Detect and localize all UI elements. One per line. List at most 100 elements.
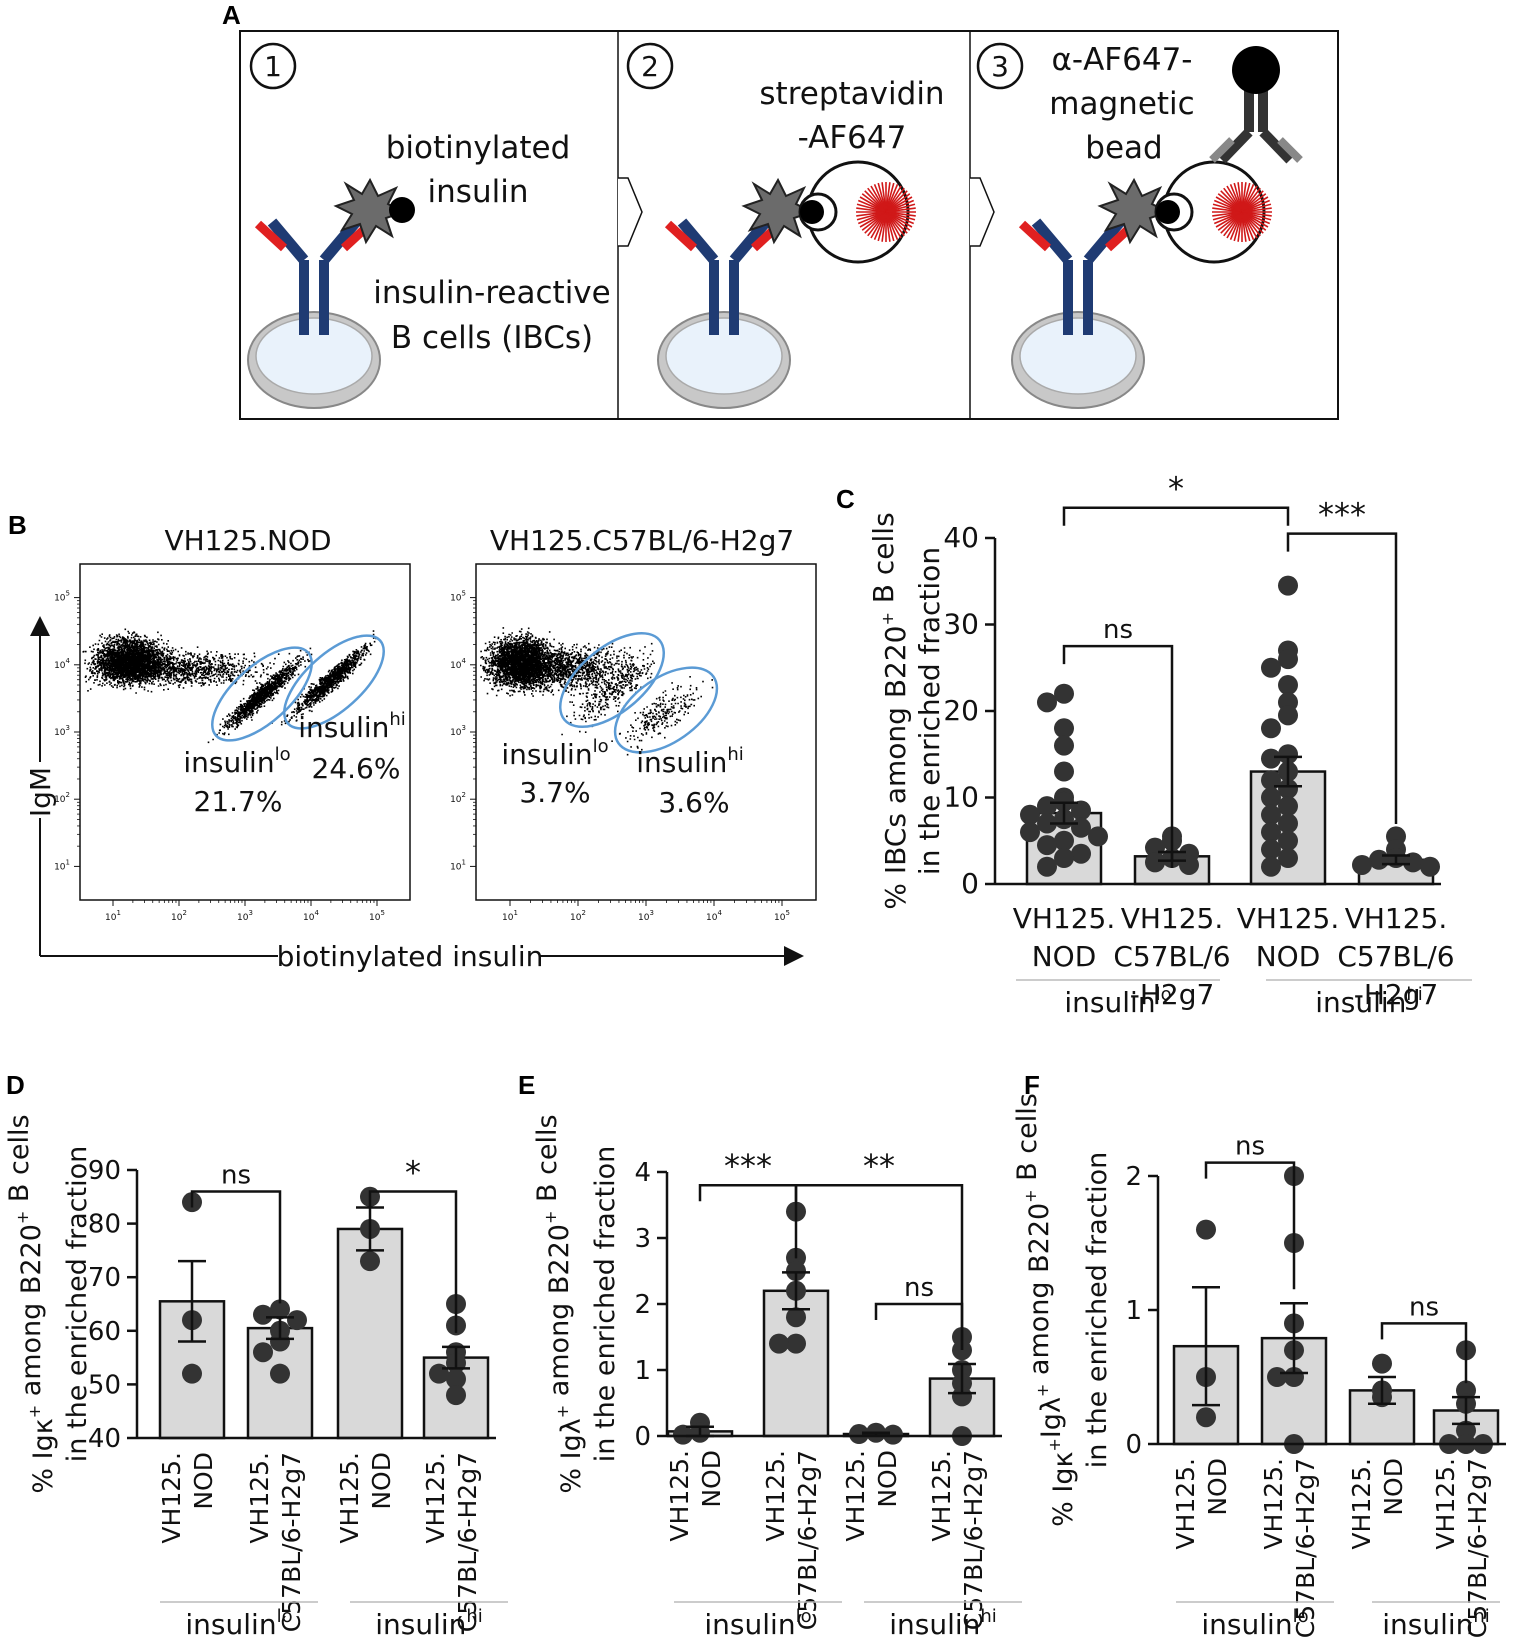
panel-e-label: E [518,1070,535,1100]
data-point [1278,705,1298,726]
category-label: VH125. [1121,902,1224,935]
category-label: NOD [1379,1458,1408,1516]
data-point [1054,761,1074,782]
biotin-icon [389,197,415,223]
data-point [673,1424,693,1445]
ylabel-backing [26,762,54,818]
category-label: VH125. [761,1450,790,1542]
step3-label-line1: α-AF647- [1051,42,1192,78]
category-label: VH125. [1237,902,1340,935]
flow-y-tick-label: 105 [54,590,70,604]
y-axis-label-line2: in the enriched fraction [913,547,946,875]
y-tick-label: 2 [1125,1162,1142,1192]
y-tick-label: 1 [1125,1296,1142,1326]
data-point [786,1333,806,1354]
category-label: VH125. [665,1450,694,1542]
y-tick-label: 3 [634,1224,651,1254]
step1-label-line1: biotinylated [386,130,571,166]
flow-y-tick-label: 101 [450,858,466,872]
panel-b: B VH125.NOD VH125.C57BL/6-H2g7 101101102… [8,510,817,973]
data-point [270,1299,290,1320]
significance-bracket [794,1183,964,1351]
gate-hi-pct-2: 3.6% [658,786,729,819]
panel-b-label: B [8,510,27,540]
category-label: VH125. [1431,1458,1460,1550]
step1-label-line2: insulin [428,174,529,210]
group-label: insulinhi [889,1606,997,1641]
category-label: -H2g7 [1130,978,1215,1011]
category-label: C57BL/6-H2g7 [1463,1458,1492,1638]
data-point [253,1304,273,1325]
group-label: insulinlo [185,1606,292,1641]
data-point [883,1424,903,1445]
data-point [1020,822,1040,843]
significance-bracket [368,1190,458,1333]
af647-fluorophore-icon [856,182,916,242]
flow-x-tick-label: 102 [570,909,586,923]
b-cell-icon [1011,311,1145,409]
flow-y-tick-label: 104 [450,657,466,671]
flow-x-tick-label: 105 [369,909,385,923]
data-point [1037,692,1057,713]
category-label: -H2g7 [1354,978,1439,1011]
data-point [1278,848,1298,869]
gate-lo-label-2: insulinlo [501,736,608,771]
y-tick-label: 60 [88,1317,121,1347]
flow-plot-title-2: VH125.C57BL/6-H2g7 [490,524,794,557]
significance-label: *** [1318,496,1366,534]
step3-label-line3: bead [1085,130,1162,166]
y-tick-label: 0 [961,867,979,900]
data-point [1054,718,1074,739]
group-label: insulinlo [704,1606,811,1641]
category-label: C57BL/6-H2g7 [1291,1458,1320,1638]
category-label: VH125. [1345,902,1448,935]
data-point [429,1363,449,1384]
significance-bracket [874,1302,964,1351]
gate-hi-label-1: insulinhi [298,709,406,744]
gate-insulin-lo-1 [211,646,313,742]
data-point [1278,778,1298,799]
flow-x-tick-label: 103 [237,909,253,923]
data-point [1196,1219,1216,1240]
flow-x-tick-label: 102 [171,909,187,923]
panel-a-frame [239,30,1339,420]
data-point [1054,848,1074,869]
panel-d-label: D [6,1070,25,1100]
category-label: VH125. [1347,1458,1376,1550]
significance-label: * [1168,470,1184,508]
flow-x-tick-label: 104 [706,909,722,923]
significance-label: ** [863,1147,895,1185]
panel-a: A 1 2 3 biotinylated insulin insulin-rea… [222,0,1339,420]
significance-label: ns [1235,1132,1265,1162]
flow-events-2 [480,627,714,756]
flow-y-tick-label: 104 [54,657,70,671]
data-point [1088,826,1108,847]
data-point [1037,856,1057,877]
data-point [287,1310,307,1331]
category-label: NOD [1256,940,1321,973]
category-label: VH125. [841,1450,870,1542]
step3-label-line2: magnetic [1049,86,1194,122]
category-label: NOD [367,1452,396,1510]
flow-y-tick-label: 103 [54,724,70,738]
significance-bracket [1062,506,1290,526]
data-point [360,1251,380,1272]
data-point [1261,822,1281,843]
data-point [1278,675,1298,696]
magnetic-bead-icon [1232,46,1280,94]
category-label: VH125. [1259,1458,1288,1550]
y-axis-label: % Igλ+ among B220+ B cells [532,1114,587,1493]
category-label: C57BL/6-H2g7 [793,1450,822,1630]
significance-label: ns [221,1160,251,1190]
data-point [1278,796,1298,817]
significance-bracket [1286,532,1398,824]
group-label: insulinhi [1382,1606,1490,1641]
group-label: insulinhi [1315,984,1423,1019]
data-point [1261,718,1281,739]
data-point [1369,849,1389,870]
data-point [1179,854,1199,875]
step-2-number: 2 [641,50,659,83]
gate-insulin-hi-1 [283,634,385,730]
y-axis-label-line2: in the enriched fraction [590,1146,621,1462]
data-point [1196,1407,1216,1428]
